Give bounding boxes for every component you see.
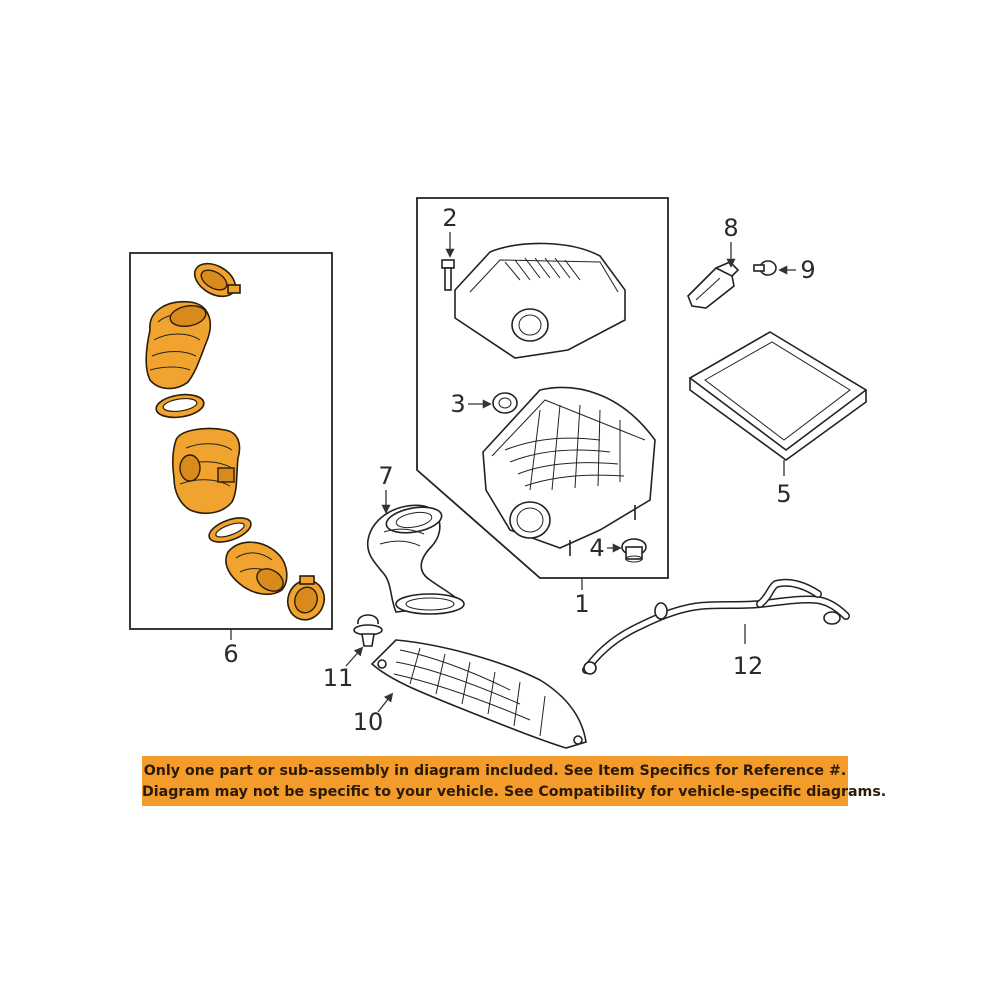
air-cleaner-box-part[interactable]: [482, 386, 656, 556]
middle-clamp-part: [155, 393, 205, 419]
lower-bellows-part: [225, 541, 288, 596]
lower-clamp-part: [208, 517, 252, 543]
intake-duct-assembly[interactable]: [145, 257, 330, 625]
resonator-part: [171, 427, 241, 515]
mass-airflow-sensor-part[interactable]: [687, 261, 740, 309]
callout-12: 12: [733, 652, 764, 680]
callout-1: 1: [574, 590, 589, 618]
bottom-clamp-part: [286, 575, 326, 621]
screw-part[interactable]: [753, 260, 777, 276]
vent-hose-part[interactable]: [582, 578, 850, 675]
callout-5: 5: [776, 480, 791, 508]
callout-10-arrow: [377, 692, 394, 713]
callout-11: 11: [323, 664, 354, 692]
upper-duct-part: [145, 300, 212, 390]
disclaimer-line-2: Diagram may not be specific to your vehi…: [142, 784, 887, 800]
callout-4: 4: [589, 534, 604, 562]
bolt-part[interactable]: [441, 259, 455, 291]
callout-2: 2: [442, 204, 457, 232]
callout-11-arrow: [345, 646, 364, 667]
disclaimer-line-1: Only one part or sub-assembly in diagram…: [143, 763, 847, 779]
push-pin-part[interactable]: [353, 614, 383, 647]
grommet-lower-part[interactable]: [621, 538, 647, 563]
top-clamp-part: [193, 262, 241, 298]
callout-6: 6: [223, 640, 238, 668]
air-cleaner-cover-part[interactable]: [454, 242, 626, 359]
callout-8: 8: [723, 214, 738, 242]
callout-7: 7: [378, 462, 393, 490]
resonator-duct-part[interactable]: [370, 639, 587, 749]
group-1-frame: [416, 197, 669, 590]
grommet-part[interactable]: [492, 392, 518, 414]
callout-3: 3: [450, 390, 465, 418]
disclaimer-banner: Only one part or sub-assembly in diagram…: [142, 756, 887, 806]
outlet-duct-part[interactable]: [366, 503, 465, 615]
callout-10: 10: [353, 708, 384, 736]
air-filter-part[interactable]: [688, 331, 868, 461]
callout-9: 9: [800, 256, 815, 284]
